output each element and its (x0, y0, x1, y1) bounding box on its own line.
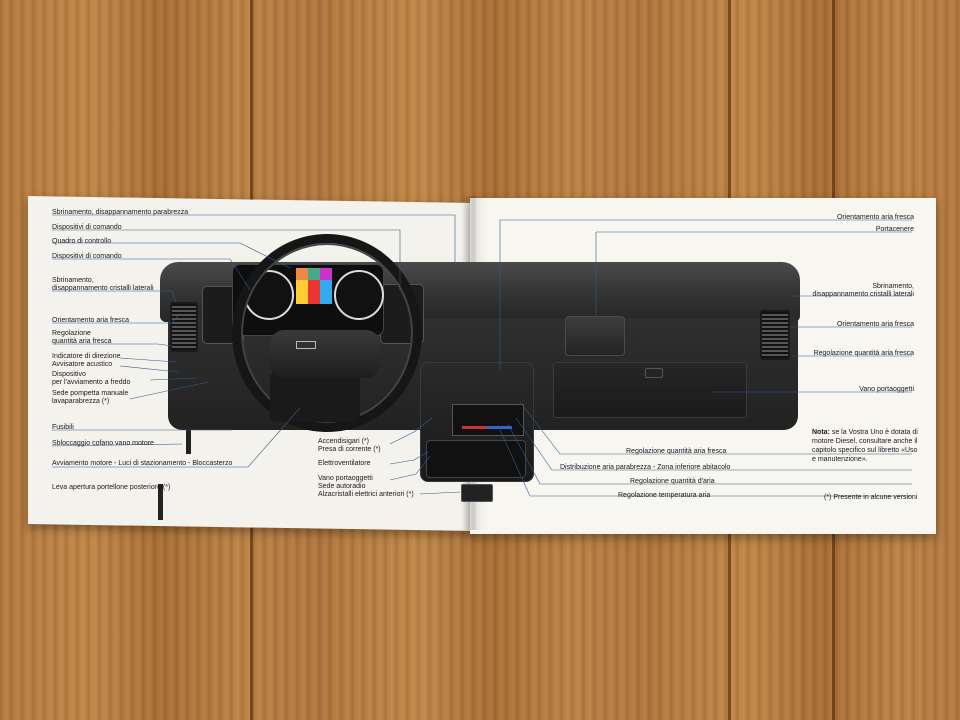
climate-controls (452, 404, 524, 436)
label-control-devices-2: Dispositivi di comando (52, 253, 122, 260)
label-tailgate-lever: Leva apertura portellone posteriore (*) (52, 484, 171, 491)
fiat-logo-icon (296, 341, 316, 349)
window-switch (461, 484, 493, 502)
label-air-quantity: Regolazione quantità d'aria (630, 478, 715, 485)
label-ignition: Avviamento motore - Luci di stazionament… (52, 460, 233, 467)
label-control-devices: Dispositivi di comando (52, 224, 122, 231)
label-cold-start-2: per l'avviamento a freddo (52, 379, 131, 386)
label-electric-windows: Alzacristalli elettrici anteriori (*) (318, 491, 414, 498)
bonnet-release-lever (186, 424, 191, 454)
label-air-qty-center: Regolazione quantità aria fresca (626, 448, 727, 455)
label-side-demist-1: Sbrinamento, (52, 277, 94, 284)
tailgate-lever (158, 484, 163, 520)
label-horn: Avvisatore acustico (52, 361, 113, 368)
steering-hub (270, 330, 380, 378)
label-glovebox: Vano portaoggetti (859, 386, 914, 393)
label-windscreen-demist: Sbrinamento, disappannamento parabrezza (52, 209, 189, 216)
glovebox (553, 362, 747, 418)
label-side-demist-2: disappannamento cristalli laterali (52, 285, 154, 292)
label-storage-tray: Vano portaoggetti (318, 475, 373, 482)
label-fresh-air-qty-2: quantità aria fresca (52, 338, 112, 345)
label-fresh-air-direction: Orientamento aria fresca (52, 317, 130, 324)
diesel-note: Nota: se la Vostra Uno è dotata di motor… (812, 428, 920, 464)
label-turn-indicator: Indicatore di direzione (52, 353, 121, 360)
temperature-strip (462, 426, 512, 429)
label-fuses: Fusibili (52, 424, 74, 431)
label-washer-pump-2: lavaparabrezza (*) (52, 398, 110, 405)
console-pocket (426, 440, 526, 478)
glovebox-latch (645, 368, 663, 378)
label-air-distribution: Distribuzione aria parabrezza - Zona inf… (560, 464, 731, 471)
label-cold-start-1: Dispositivo (52, 371, 86, 378)
label-r-fresh-air-direction-2: Orientamento aria fresca (836, 321, 914, 328)
label-washer-pump-1: Sede pompetta manuale (52, 390, 129, 397)
label-instrument-panel: Quadro di controllo (52, 238, 112, 245)
label-air-temperature: Regolazione temperatura aria (618, 492, 711, 499)
steering-wheel (232, 234, 422, 432)
label-ashtray: Portacenere (875, 226, 914, 233)
label-radio-slot: Sede autoradio (318, 483, 366, 490)
steering-column (270, 372, 360, 422)
note-label: Nota: (812, 429, 830, 436)
label-fan: Elettroventilatore (318, 460, 371, 467)
label-cigar-lighter: Accendisigari (*) (318, 438, 369, 445)
note-text: se la Vostra Uno è dotata di motore Dies… (812, 429, 918, 463)
left-air-vent (170, 302, 198, 352)
label-r-fresh-air-qty: Regolazione quantità aria fresca (813, 350, 914, 357)
footnote: (*) Presente in alcune versioni (824, 494, 918, 501)
label-r-side-demist-2: disappannamento cristalli laterali (812, 291, 914, 298)
right-air-vent (760, 310, 790, 360)
label-r-fresh-air-direction: Orientamento aria fresca (836, 214, 914, 221)
label-fresh-air-qty-1: Regolazione (52, 330, 91, 337)
label-bonnet-release: Sbloccaggio cofano vano motore (52, 440, 154, 447)
label-power-socket: Presa di corrente (*) (318, 446, 381, 453)
ashtray (565, 316, 625, 356)
label-r-side-demist-1: Sbrinamento, (872, 283, 914, 290)
